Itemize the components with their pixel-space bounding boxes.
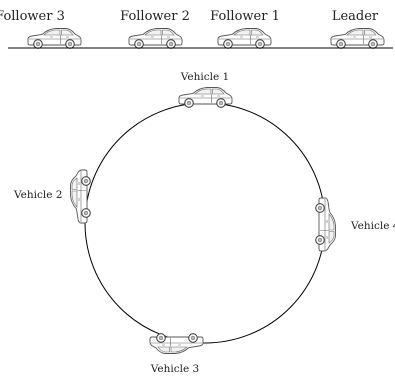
label-leader: Leader [332,9,379,24]
label-vehicle-2: Vehicle 2 [13,189,62,201]
car-icon-vehicle-4 [315,197,337,252]
label-vehicle-4: Vehicle 4 [350,220,395,232]
label-vehicle-1: Vehicle 1 [180,71,229,83]
car-icon-leader [330,27,385,49]
car-icon-vehicle-2 [69,169,91,224]
label-follower-1: Follower 1 [210,9,280,24]
label-follower-3: Follower 3 [0,9,65,24]
car-icon-vehicle-3 [149,333,204,355]
car-icon-vehicle-1 [178,86,233,108]
ring-road [84,102,326,344]
car-icon-follower-2 [128,27,183,49]
label-follower-2: Follower 2 [120,9,190,24]
car-icon-follower-1 [217,27,272,49]
label-vehicle-3: Vehicle 3 [150,363,199,375]
car-icon-follower-3 [27,27,82,49]
